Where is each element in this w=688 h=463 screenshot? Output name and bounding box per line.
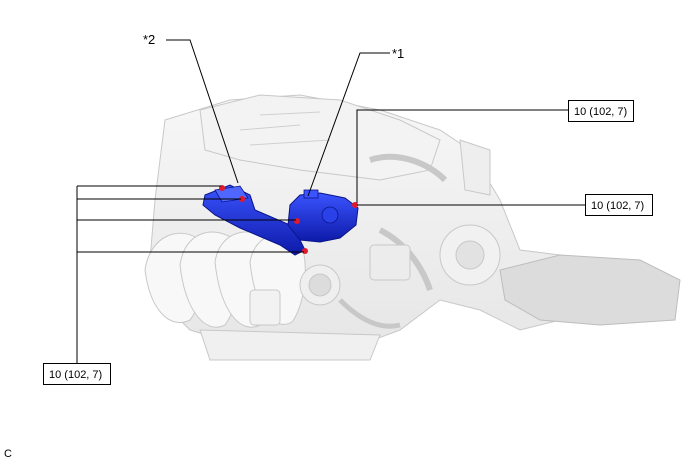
torque-label-right: 10 (102, 7) — [585, 194, 653, 216]
egr-valve-icon — [287, 189, 359, 243]
corner-letter: C — [4, 448, 12, 460]
torque-label-top: 10 (102, 7) — [568, 100, 634, 122]
callout-2: *2 — [143, 32, 156, 47]
engine-block — [144, 94, 681, 361]
leader-lines — [76, 39, 585, 363]
torque-label-left: 10 (102, 7) — [43, 363, 111, 385]
callout-1: *1 — [392, 46, 405, 61]
